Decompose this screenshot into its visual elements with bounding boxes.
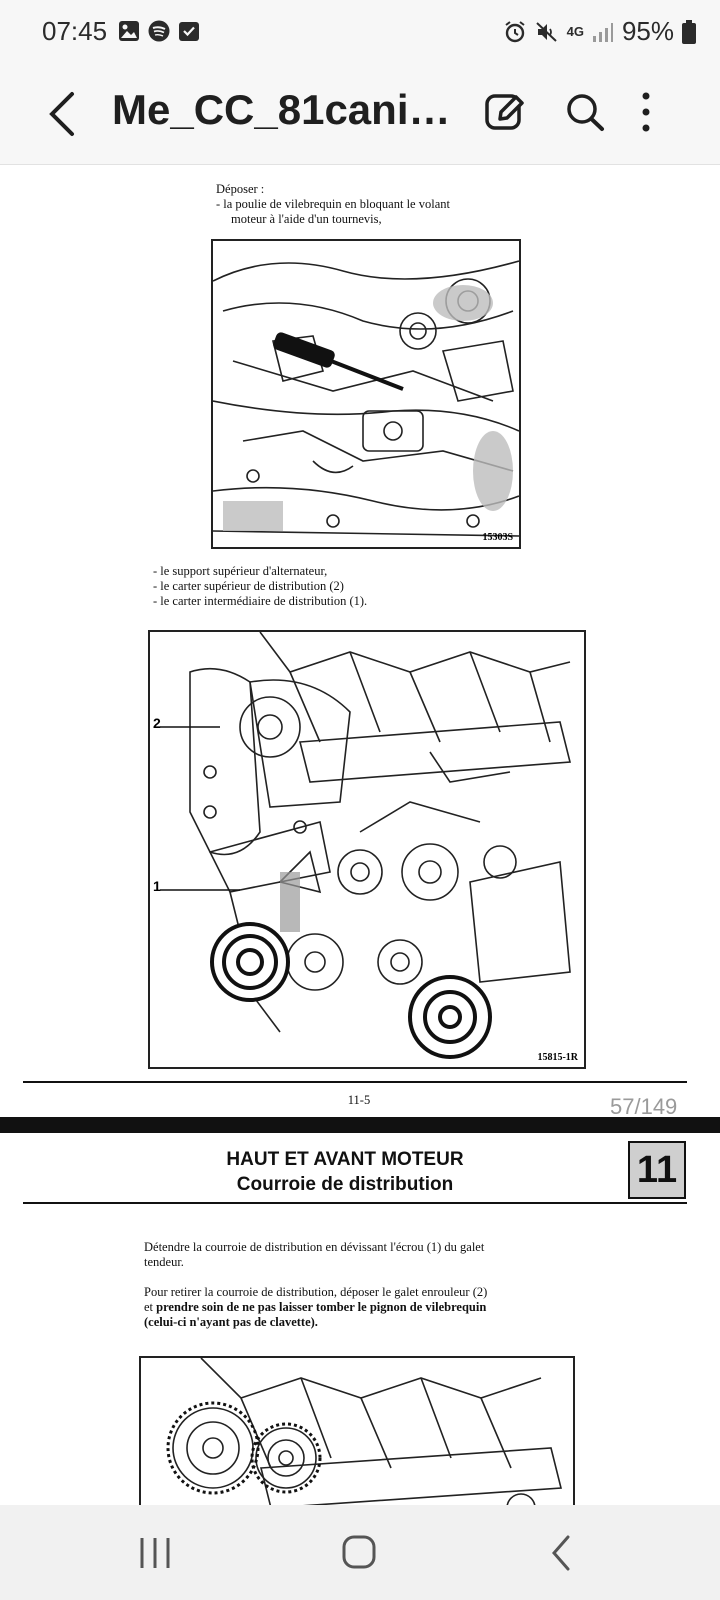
list-item-alternator-support: - le support supérieur d'alternateur, xyxy=(153,564,328,578)
page-header-subtitle: Courroie de distribution xyxy=(236,1174,454,1195)
chapter-badge: 11 xyxy=(628,1141,686,1199)
page-header-title: HAUT ET AVANT MOTEUR xyxy=(226,1149,464,1170)
page-indicator: 57/149 xyxy=(610,1094,678,1119)
nav-back-button[interactable] xyxy=(538,1530,588,1576)
paragraph-2-line2: et prendre soin de ne pas laisser tomber… xyxy=(144,1300,486,1315)
home-button[interactable] xyxy=(334,1530,384,1576)
spotify-icon xyxy=(148,20,170,42)
battery-percent: 95% xyxy=(621,16,674,46)
figure-timing-covers: 2 1 15815-1R xyxy=(148,630,586,1069)
paragraph-2-line3: (celui-ci n'ayant pas de clavette). xyxy=(144,1315,318,1329)
navigation-bar xyxy=(0,1505,720,1600)
battery-icon xyxy=(682,19,696,44)
paragraph-2-line1: Pour retirer la courroie de distribution… xyxy=(144,1285,488,1299)
callout-1: 1 xyxy=(153,878,161,894)
figure-timing-belt xyxy=(139,1356,575,1505)
home-icon xyxy=(342,1535,376,1569)
page-separator xyxy=(0,1117,720,1133)
page-footer-number: 11-5 xyxy=(347,1093,371,1107)
back-arrow-icon xyxy=(49,92,74,136)
more-vert-icon xyxy=(642,92,650,132)
intro-item-line1: - la poulie de vilebrequin en bloquant l… xyxy=(216,197,450,211)
status-bar: 07:45 4G 95% xyxy=(0,0,720,66)
page-footer-rule xyxy=(23,1081,687,1083)
system-icons: 4G 95% xyxy=(503,16,696,47)
paragraph-1-line2: tendeur. xyxy=(144,1255,184,1269)
search-icon xyxy=(567,94,604,131)
list-item-upper-cover: - le carter supérieur de distribution (2… xyxy=(153,579,344,593)
recents-button[interactable] xyxy=(130,1530,180,1576)
engine-drawing-3 xyxy=(166,1358,563,1505)
gallery-icon xyxy=(119,21,139,41)
back-button[interactable] xyxy=(40,86,84,147)
paragraph-1-line1: Détendre la courroie de distribution en … xyxy=(144,1240,485,1254)
page-header-rule xyxy=(23,1202,687,1204)
deposer-label: Déposer : xyxy=(216,182,265,196)
app-bar: Me_CC_81caniq… xyxy=(0,66,720,165)
alarm-icon xyxy=(505,20,525,42)
search-button[interactable] xyxy=(563,88,607,141)
signal-icon xyxy=(592,22,613,42)
paragraph-2-prefix: et xyxy=(144,1300,157,1314)
edit-button[interactable] xyxy=(483,88,527,141)
network-type: 4G xyxy=(566,24,584,39)
intro-item-line2: moteur à l'aide d'un tournevis, xyxy=(231,212,382,226)
edit-icon xyxy=(485,94,524,130)
list-item-intermediate-cover: - le carter intermédiaire de distributio… xyxy=(153,594,368,608)
document-title: Me_CC_81caniq… xyxy=(112,86,452,133)
figure-code: 15815-1R xyxy=(537,1052,578,1063)
paragraph-2-bold: prendre soin de ne pas laisser tomber le… xyxy=(156,1300,487,1314)
nav-back-icon xyxy=(552,1535,570,1571)
pdf-viewer[interactable]: Déposer : - la poulie de vilebrequin en … xyxy=(0,165,720,1505)
engine-drawing-1 xyxy=(213,260,519,537)
recents-icon xyxy=(140,1538,170,1568)
figure-code: 15303S xyxy=(482,532,513,543)
notification-icons xyxy=(118,20,200,42)
callout-2: 2 xyxy=(153,715,161,731)
clock: 07:45 xyxy=(42,16,108,46)
engine-drawing-2 xyxy=(160,632,572,1059)
task-check-icon xyxy=(179,22,199,41)
figure-crankshaft-pulley: 15303S xyxy=(211,239,521,549)
mute-icon xyxy=(535,21,557,42)
more-options-button[interactable] xyxy=(638,88,654,141)
